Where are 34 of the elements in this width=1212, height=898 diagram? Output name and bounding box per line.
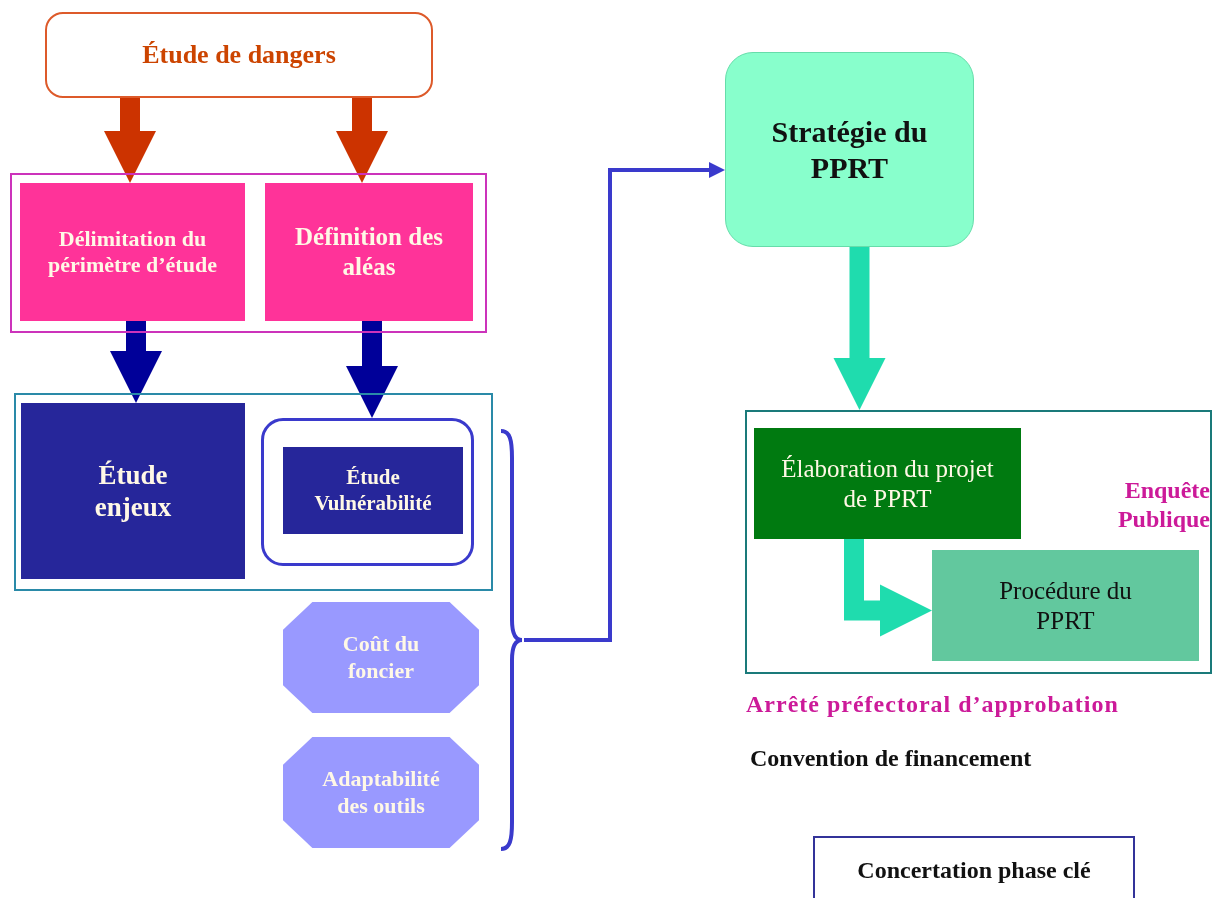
block-arrow bbox=[104, 98, 156, 183]
node-text: Coût du foncier bbox=[341, 631, 421, 684]
block-arrow bbox=[336, 98, 388, 183]
rounded-frame bbox=[261, 418, 474, 566]
process-box bbox=[932, 550, 1199, 661]
group-frame bbox=[745, 410, 1212, 674]
arrow bbox=[524, 162, 725, 642]
node-text: Définition des aléas bbox=[294, 222, 444, 282]
node-text: Étude enjeux bbox=[93, 458, 173, 524]
node-text: Adaptabilité des outils bbox=[321, 766, 441, 819]
node-text: Élaboration du projet de PPRT bbox=[780, 453, 995, 514]
process-box bbox=[20, 183, 245, 321]
rounded-box bbox=[725, 52, 974, 247]
node-text: Délimitation du périmètre d’étude bbox=[47, 225, 218, 279]
node-text: Procédure du PPRT bbox=[998, 575, 1133, 636]
process-box bbox=[265, 183, 473, 321]
annotation-text: Enquête Publique bbox=[1116, 476, 1210, 534]
annotation-text: Arrêté préfectoral d’approbation bbox=[746, 690, 1120, 719]
process-box bbox=[283, 447, 463, 534]
group-frame bbox=[14, 393, 493, 591]
block-arrow bbox=[833, 247, 886, 410]
node-text: Étude de dangers bbox=[141, 39, 337, 71]
node-text: Stratégie du PPRT bbox=[770, 113, 929, 186]
node-text: Étude Vulnérabilité bbox=[313, 465, 433, 516]
process-box bbox=[45, 12, 433, 98]
process-box bbox=[813, 836, 1135, 898]
annotation-text: Convention de financement bbox=[750, 744, 1033, 773]
process-box bbox=[754, 428, 1021, 539]
group-frame bbox=[10, 173, 487, 333]
block-arrow bbox=[346, 321, 398, 418]
block-arrow bbox=[110, 321, 162, 403]
curly-brace bbox=[498, 428, 524, 852]
node-text: Concertation phase clé bbox=[856, 856, 1092, 885]
process-box bbox=[21, 403, 245, 579]
